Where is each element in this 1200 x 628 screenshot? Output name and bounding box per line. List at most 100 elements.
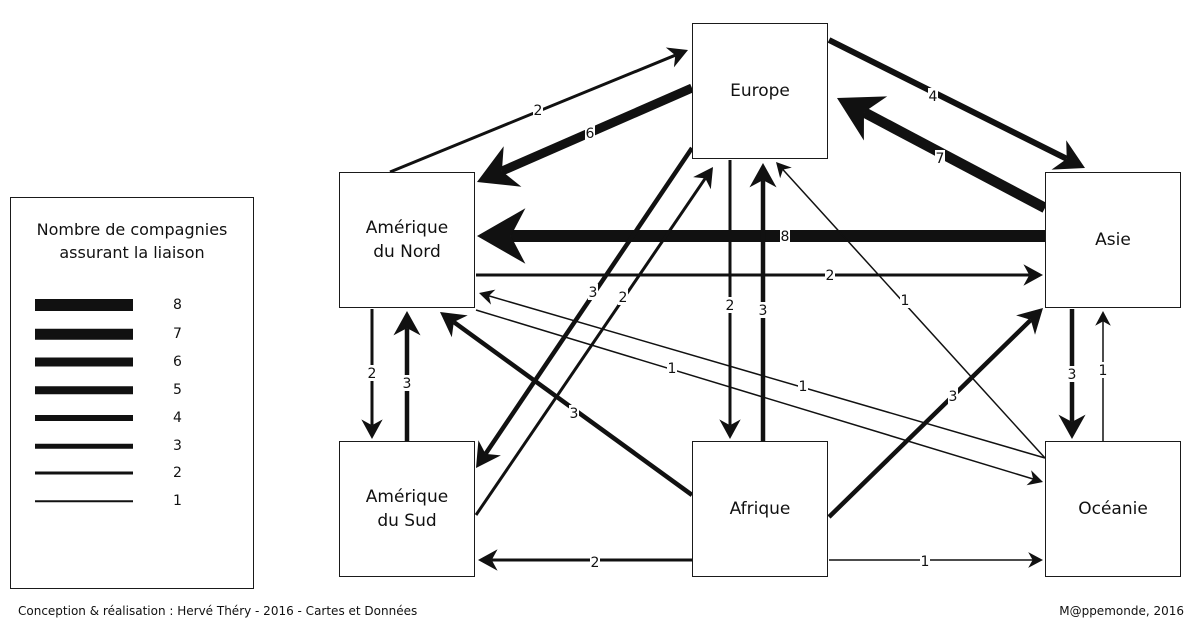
arrowhead-icon xyxy=(749,163,777,188)
arrow-shaft xyxy=(483,146,694,456)
legend-item: 4 xyxy=(35,408,235,428)
arrow-value-label: 2 xyxy=(826,268,835,284)
arrowhead-icon xyxy=(440,312,468,338)
arrow-shaft xyxy=(782,169,1046,459)
legend-line xyxy=(35,357,133,367)
label-background xyxy=(900,292,910,308)
legend-item: 1 xyxy=(35,491,235,511)
label-background xyxy=(367,365,377,381)
arrow-shaft xyxy=(827,318,1033,519)
arrowhead-icon xyxy=(1058,414,1086,439)
node-europe: Europe xyxy=(692,23,828,159)
arrowhead-icon xyxy=(478,549,498,571)
arrow-value-label: 2 xyxy=(619,290,628,306)
arrow-value-label: 1 xyxy=(901,293,910,309)
node-label: Océanie xyxy=(1078,499,1148,519)
arrowhead-icon xyxy=(776,162,792,179)
label-background xyxy=(590,554,600,570)
arrow-value-label: 3 xyxy=(1068,367,1077,383)
node-afrique: Afrique xyxy=(692,441,828,577)
legend-value: 7 xyxy=(173,326,182,342)
label-background xyxy=(402,375,412,391)
arrowhead-icon xyxy=(719,419,741,439)
node-oceanie: Océanie xyxy=(1045,441,1181,577)
arrowhead-icon xyxy=(476,440,501,468)
label-background xyxy=(780,228,790,244)
label-background xyxy=(1067,366,1077,382)
legend-title: Nombre de compagnies assurant la liaison xyxy=(36,220,228,262)
label-background xyxy=(798,378,808,394)
arrow-europe-to-amerique_sud: 3 xyxy=(476,146,694,468)
arrow-value-label: 1 xyxy=(799,379,808,395)
legend-item: 8 xyxy=(35,295,235,315)
label-background xyxy=(725,297,735,313)
label-background xyxy=(825,267,835,283)
label-background xyxy=(935,150,945,166)
legend-value: 6 xyxy=(173,354,182,370)
arrow-europe-to-amerique_nord: 6 xyxy=(477,83,694,187)
legend-item: 7 xyxy=(35,324,235,344)
arrow-shaft xyxy=(827,37,1069,162)
legend-item: 3 xyxy=(35,436,235,456)
arrow-value-label: 6 xyxy=(586,126,595,142)
label-background xyxy=(948,388,958,404)
node-amerique-nord: Amérique du Nord xyxy=(339,172,475,308)
legend-value: 3 xyxy=(173,438,182,454)
label-background xyxy=(1098,362,1108,378)
arrow-afrique-to-amerique_sud: 2 xyxy=(478,549,692,571)
node-label: Europe xyxy=(730,81,790,101)
node-label: Amérique du Sud xyxy=(365,487,449,531)
arrow-value-label: 1 xyxy=(921,554,930,570)
arrowhead-icon xyxy=(1095,311,1111,326)
arrow-europe-to-afrique: 2 xyxy=(719,160,741,439)
label-background xyxy=(533,102,543,118)
label-background xyxy=(569,405,579,421)
arrowhead-icon xyxy=(837,96,888,141)
arrow-value-label: 7 xyxy=(936,151,945,167)
arrow-value-label: 2 xyxy=(591,555,600,571)
arrow-shaft xyxy=(389,53,676,174)
arrow-amerique_sud-to-europe: 2 xyxy=(474,167,713,516)
arrowhead-icon xyxy=(1026,470,1043,486)
arrow-asie-to-amerique_nord: 8 xyxy=(477,208,1045,264)
legend-value: 5 xyxy=(173,382,182,398)
arrow-value-label: 3 xyxy=(570,406,579,422)
arrow-afrique-to-oceanie: 1 xyxy=(829,552,1043,570)
legend-line xyxy=(35,471,133,475)
arrow-shaft xyxy=(488,295,1046,459)
arrow-value-label: 2 xyxy=(368,366,377,382)
arrow-value-label: 8 xyxy=(781,229,790,245)
arrowhead-icon xyxy=(361,419,383,439)
arrow-afrique-to-amerique_nord: 3 xyxy=(440,312,694,497)
arrowhead-icon xyxy=(1023,264,1043,286)
legend-line xyxy=(35,415,133,421)
arrow-amerique_sud-to-amerique_nord: 3 xyxy=(393,311,421,441)
label-background xyxy=(928,88,938,104)
node-label: Asie xyxy=(1095,230,1131,250)
legend-line xyxy=(35,328,133,340)
arrowhead-icon xyxy=(477,146,522,187)
legend-value: 1 xyxy=(173,493,182,509)
arrow-amerique_nord-to-oceanie: 1 xyxy=(475,309,1043,486)
label-background xyxy=(920,553,930,569)
legend-item: 2 xyxy=(35,463,235,483)
legend-item: 5 xyxy=(35,380,235,400)
arrow-amerique_nord-to-europe: 2 xyxy=(389,47,688,174)
arrow-value-label: 3 xyxy=(589,285,598,301)
label-background xyxy=(758,302,768,318)
arrow-oceanie-to-amerique_nord: 1 xyxy=(479,289,1046,459)
arrow-value-label: 2 xyxy=(534,103,543,119)
legend-line xyxy=(35,386,133,394)
legend-line xyxy=(35,500,133,502)
arrow-value-label: 1 xyxy=(668,361,677,377)
label-background xyxy=(588,284,598,300)
arrow-value-label: 3 xyxy=(759,303,768,319)
arrow-oceanie-to-asie: 1 xyxy=(1095,311,1111,441)
arrow-value-label: 2 xyxy=(726,298,735,314)
legend-value: 8 xyxy=(173,297,182,313)
arrowhead-icon xyxy=(393,311,421,336)
legend-line xyxy=(35,299,133,311)
arrow-value-label: 1 xyxy=(1099,363,1108,379)
arrow-afrique-to-asie: 3 xyxy=(827,308,1043,519)
